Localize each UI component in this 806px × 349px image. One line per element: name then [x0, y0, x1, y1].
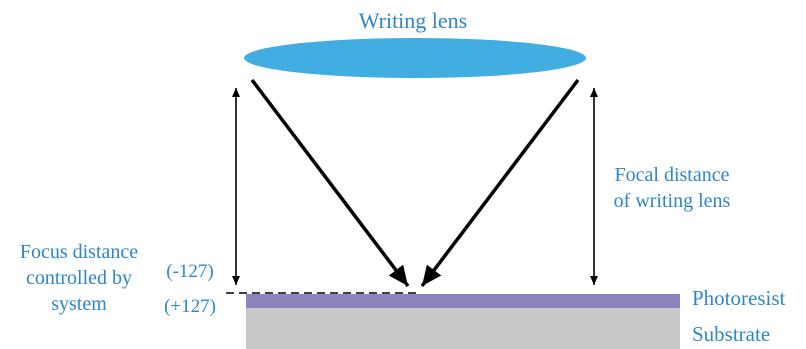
plus-value-label: (+127): [164, 296, 216, 317]
photoresist-layer: [246, 294, 680, 308]
focus-label-line2: controlled by: [26, 267, 132, 289]
right-ray: [420, 78, 580, 288]
photoresist-label: Photoresist: [692, 286, 786, 310]
lens-label: Writing lens: [359, 8, 468, 33]
left-ray: [250, 78, 410, 288]
focus-label-line3: system: [51, 293, 107, 315]
writing-lens: [244, 38, 586, 78]
focal-label-line2: of writing lens: [614, 190, 731, 212]
minus-value-label: (-127): [166, 261, 213, 282]
substrate-label: Substrate: [692, 322, 770, 346]
substrate-layer: [246, 307, 680, 349]
focal-label-line1: Focal distance: [615, 164, 730, 186]
focus-label-line1: Focus distance: [20, 241, 138, 263]
